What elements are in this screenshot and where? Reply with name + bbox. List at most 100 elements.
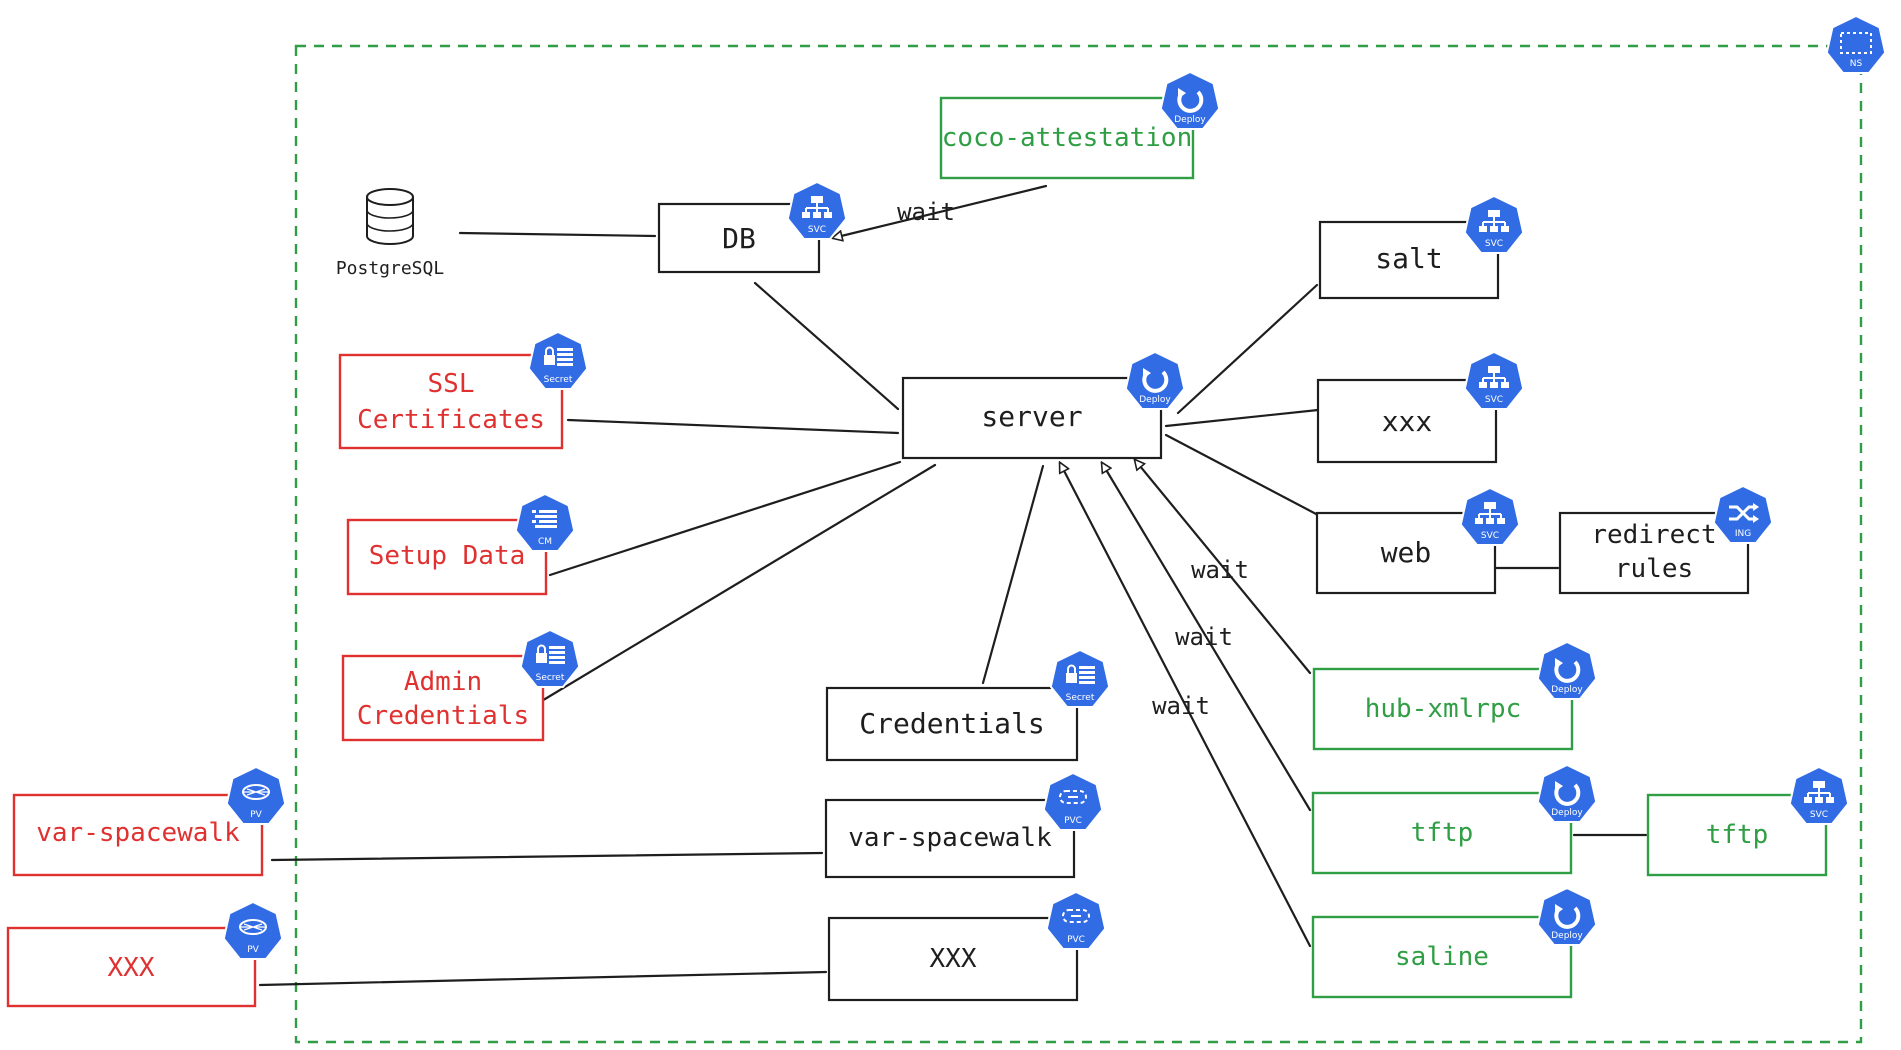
admin-credentials-node[interactable]: Admin Credentials	[341, 654, 545, 742]
redirect-label-line1: redirect	[1591, 520, 1716, 550]
admin-label-line1: Admin	[404, 667, 482, 697]
db-label: DB	[722, 222, 756, 255]
pvc-xxx-pvc-badge-label: PVC	[1067, 935, 1085, 945]
setup-cm-icon: CM	[514, 492, 576, 552]
pvc-spacewalk-pvc-icon: PVC	[1042, 771, 1104, 831]
credentials-label: Credentials	[859, 707, 1044, 740]
credentials-node[interactable]: Credentials	[825, 686, 1079, 762]
coco-deploy-badge-label: Deploy	[1174, 115, 1206, 125]
db-svc-badge-label: SVC	[808, 225, 826, 235]
edge-admin-server	[533, 463, 937, 707]
postgres-label: PostgreSQL	[336, 258, 445, 279]
saline-node[interactable]: saline	[1311, 915, 1573, 999]
salt-svc-badge-label: SVC	[1485, 239, 1503, 249]
pvc-xxx-node[interactable]: XXX	[827, 916, 1079, 1002]
edge-saline-server	[1060, 463, 1312, 948]
db-svc-icon: SVC	[786, 180, 848, 240]
edge-pv-pvc-spacewalk	[270, 851, 824, 862]
saline-deploy-badge-label: Deploy	[1551, 931, 1583, 941]
ssl-secret-icon: Secret	[527, 330, 589, 390]
pvc-xxx-label: XXX	[930, 944, 977, 974]
pvc-var-spacewalk-node[interactable]: var-spacewalk	[824, 798, 1076, 879]
postgres-db-icon	[366, 188, 414, 245]
pvc-xxx-pvc-icon: PVC	[1045, 890, 1107, 950]
xxx-svc-icon: SVC	[1463, 350, 1525, 410]
admin-label-line2: Credentials	[357, 701, 529, 731]
edge-coco-db	[833, 184, 1048, 238]
wait-label-saline: wait	[1152, 692, 1210, 720]
credentials-secret-badge-label: Secret	[1066, 693, 1095, 703]
xxx-service-label: xxx	[1382, 405, 1433, 438]
namespace-ns-icon: NS	[1825, 14, 1887, 74]
coco-attestation-label: coco-attestation	[942, 123, 1192, 153]
saline-label: saline	[1395, 942, 1489, 972]
admin-secret-icon: Secret	[519, 628, 581, 688]
namespace-ns-badge-label: NS	[1850, 59, 1863, 69]
redirect-ing-icon: ING	[1712, 484, 1774, 544]
coco-attestation-node[interactable]: coco-attestation	[939, 96, 1195, 180]
edge-postgres-db	[458, 231, 657, 238]
edge-server-xxx	[1164, 408, 1320, 428]
edge-tftp-server	[1102, 463, 1312, 812]
pv-xxx-node[interactable]: XXX	[6, 926, 257, 1008]
hub-deploy-icon: Deploy	[1536, 640, 1598, 700]
edge-credentials-server	[981, 464, 1045, 685]
web-svc-badge-label: SVC	[1481, 531, 1499, 541]
tftp-deploy-icon: Deploy	[1536, 763, 1598, 823]
pv-spacewalk-pv-icon: PV	[225, 765, 287, 825]
admin-secret-badge-label: Secret	[536, 673, 565, 683]
edge-hub-server	[1135, 460, 1312, 675]
web-svc-icon: SVC	[1459, 486, 1521, 546]
server-label: server	[981, 400, 1082, 433]
redirect-ing-badge-label: ING	[1735, 529, 1751, 539]
redirect-label-line2: rules	[1615, 554, 1693, 584]
pv-var-spacewalk-node[interactable]: var-spacewalk	[12, 793, 264, 877]
namespace-boundary	[294, 44, 1863, 1044]
wait-label-tftp: wait	[1175, 623, 1233, 651]
edge-setup-server	[548, 460, 902, 577]
server-deploy-badge-label: Deploy	[1139, 395, 1171, 405]
xxx-svc-badge-label: SVC	[1485, 395, 1503, 405]
ssl-label-line1: SSL	[428, 369, 475, 399]
tftp-deploy-badge-label: Deploy	[1551, 808, 1583, 818]
web-label: web	[1381, 536, 1432, 569]
xxx-service-node[interactable]: xxx	[1316, 378, 1498, 464]
salt-svc-icon: SVC	[1463, 194, 1525, 254]
salt-label: salt	[1375, 242, 1442, 275]
server-deploy-icon: Deploy	[1124, 350, 1186, 410]
pv-xxx-pv-icon: PV	[222, 900, 284, 960]
edges	[258, 184, 1648, 987]
ssl-secret-badge-label: Secret	[544, 375, 573, 385]
setup-cm-badge-label: CM	[538, 537, 552, 547]
edge-db-server	[753, 281, 900, 411]
edge-server-salt	[1176, 283, 1319, 415]
pv-spacewalk-label: var-spacewalk	[36, 818, 240, 848]
edge-server-web	[1164, 433, 1320, 517]
setup-data-label: Setup Data	[369, 541, 526, 571]
tftp-service-label: tftp	[1706, 820, 1769, 850]
tftp-svc-badge-label: SVC	[1810, 810, 1828, 820]
credentials-secret-icon: Secret	[1049, 648, 1111, 708]
wait-label-coco: wait	[897, 198, 955, 226]
wait-label-hub: wait	[1191, 556, 1249, 584]
pvc-spacewalk-pvc-badge-label: PVC	[1064, 816, 1082, 826]
pv-xxx-pv-badge-label: PV	[247, 945, 259, 955]
edge-pv-pvc-xxx	[258, 970, 828, 987]
tftp-deploy-label: tftp	[1411, 818, 1474, 848]
pv-xxx-label: XXX	[108, 953, 155, 983]
tftp-deploy-node[interactable]: tftp	[1311, 791, 1573, 875]
server-node[interactable]: server	[901, 376, 1163, 460]
coco-deploy-icon: Deploy	[1159, 70, 1221, 130]
ssl-label-line2: Certificates	[357, 405, 545, 435]
hub-xmlrpc-node[interactable]: hub-xmlrpc	[1312, 667, 1574, 751]
saline-deploy-icon: Deploy	[1536, 886, 1598, 946]
pvc-spacewalk-label: var-spacewalk	[848, 823, 1052, 853]
edge-ssl-server	[566, 418, 900, 435]
tftp-svc-icon: SVC	[1788, 765, 1850, 825]
setup-data-node[interactable]: Setup Data	[346, 518, 548, 596]
hub-deploy-badge-label: Deploy	[1551, 685, 1583, 695]
hub-xmlrpc-label: hub-xmlrpc	[1365, 694, 1522, 724]
pv-spacewalk-pv-badge-label: PV	[250, 810, 262, 820]
ssl-certificates-node[interactable]: SSL Certificates	[338, 353, 564, 450]
